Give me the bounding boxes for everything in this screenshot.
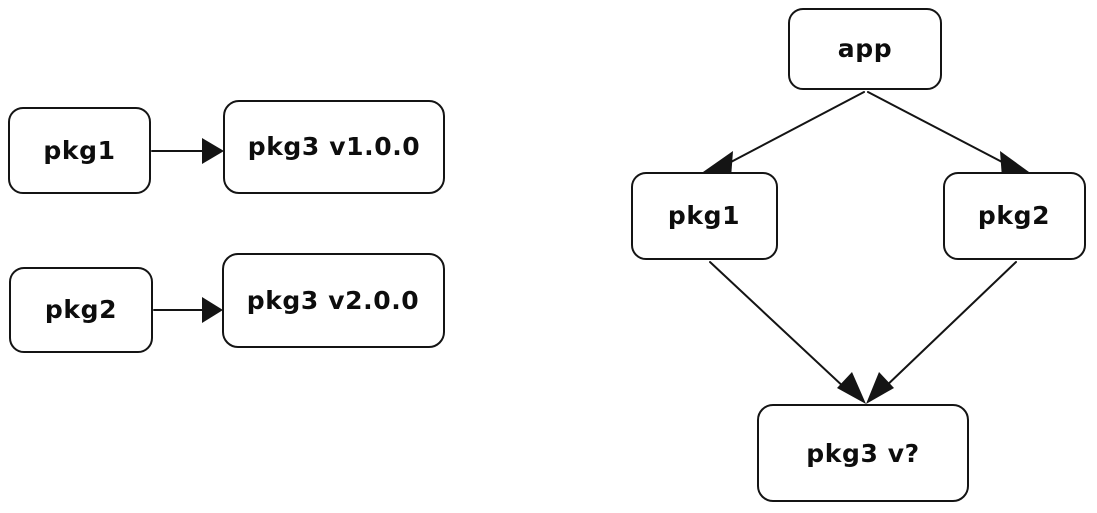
- edge-right-pkg2-to-pkg3-line: [881, 261, 1017, 391]
- node-right-pkg2-shape[interactable]: [943, 172, 1086, 260]
- node-right-pkg3-unknown-shape[interactable]: [757, 404, 969, 502]
- node-left-pkg1-shape[interactable]: [8, 107, 151, 194]
- node-left-pkg3-v2-label: pkg3 v2.0.0: [247, 286, 420, 315]
- node-right-app-label: app: [838, 34, 892, 63]
- arrowhead-icon: [202, 138, 224, 164]
- edge-left-pkg2-to-pkg3v2: [153, 297, 223, 323]
- edge-right-pkg1-to-pkg3: [709, 261, 866, 404]
- node-right-pkg1[interactable]: pkg1: [631, 172, 778, 260]
- node-right-pkg3-unknown[interactable]: pkg3 v?: [757, 404, 969, 502]
- node-left-pkg3-v2[interactable]: pkg3 v2.0.0: [222, 253, 445, 348]
- edge-right-pkg1-to-pkg3-line: [709, 261, 848, 391]
- arrowhead-icon: [1000, 151, 1029, 178]
- node-left-pkg3-v2-shape[interactable]: [222, 253, 445, 348]
- node-right-pkg3-unknown-label: pkg3 v?: [806, 439, 920, 468]
- node-left-pkg1[interactable]: pkg1: [8, 107, 151, 194]
- arrowhead-icon: [703, 151, 733, 178]
- node-left-pkg3-v1[interactable]: pkg3 v1.0.0: [223, 100, 445, 194]
- right-diagram: app pkg1 pkg2: [631, 8, 1086, 502]
- left-diagram: pkg1 pkg3 v1.0.0 pkg2 pkg3 v2.0: [8, 100, 445, 353]
- node-right-pkg2[interactable]: pkg2: [943, 172, 1086, 260]
- arrowhead-icon: [202, 297, 223, 323]
- edge-right-app-to-pkg1: [703, 91, 865, 178]
- node-right-app[interactable]: app: [788, 8, 942, 90]
- edge-left-pkg1-to-pkg3v1: [151, 138, 224, 164]
- node-right-pkg1-shape[interactable]: [631, 172, 778, 260]
- edge-right-app-to-pkg2: [867, 91, 1029, 178]
- node-left-pkg2-shape[interactable]: [9, 267, 153, 353]
- node-left-pkg1-label: pkg1: [43, 136, 115, 165]
- node-left-pkg2-label: pkg2: [45, 295, 117, 324]
- node-right-app-shape[interactable]: [788, 8, 942, 90]
- arrowhead-icon: [837, 372, 866, 404]
- node-left-pkg3-v1-shape[interactable]: [223, 100, 445, 194]
- node-left-pkg3-v1-label: pkg3 v1.0.0: [248, 132, 421, 161]
- arrowhead-icon: [866, 372, 894, 404]
- node-right-pkg2-label: pkg2: [978, 201, 1050, 230]
- node-left-pkg2[interactable]: pkg2: [9, 267, 153, 353]
- edge-right-pkg2-to-pkg3: [866, 261, 1017, 404]
- node-right-pkg1-label: pkg1: [668, 201, 740, 230]
- edge-right-app-to-pkg2-line: [867, 91, 1005, 164]
- edge-right-app-to-pkg1-line: [728, 91, 865, 164]
